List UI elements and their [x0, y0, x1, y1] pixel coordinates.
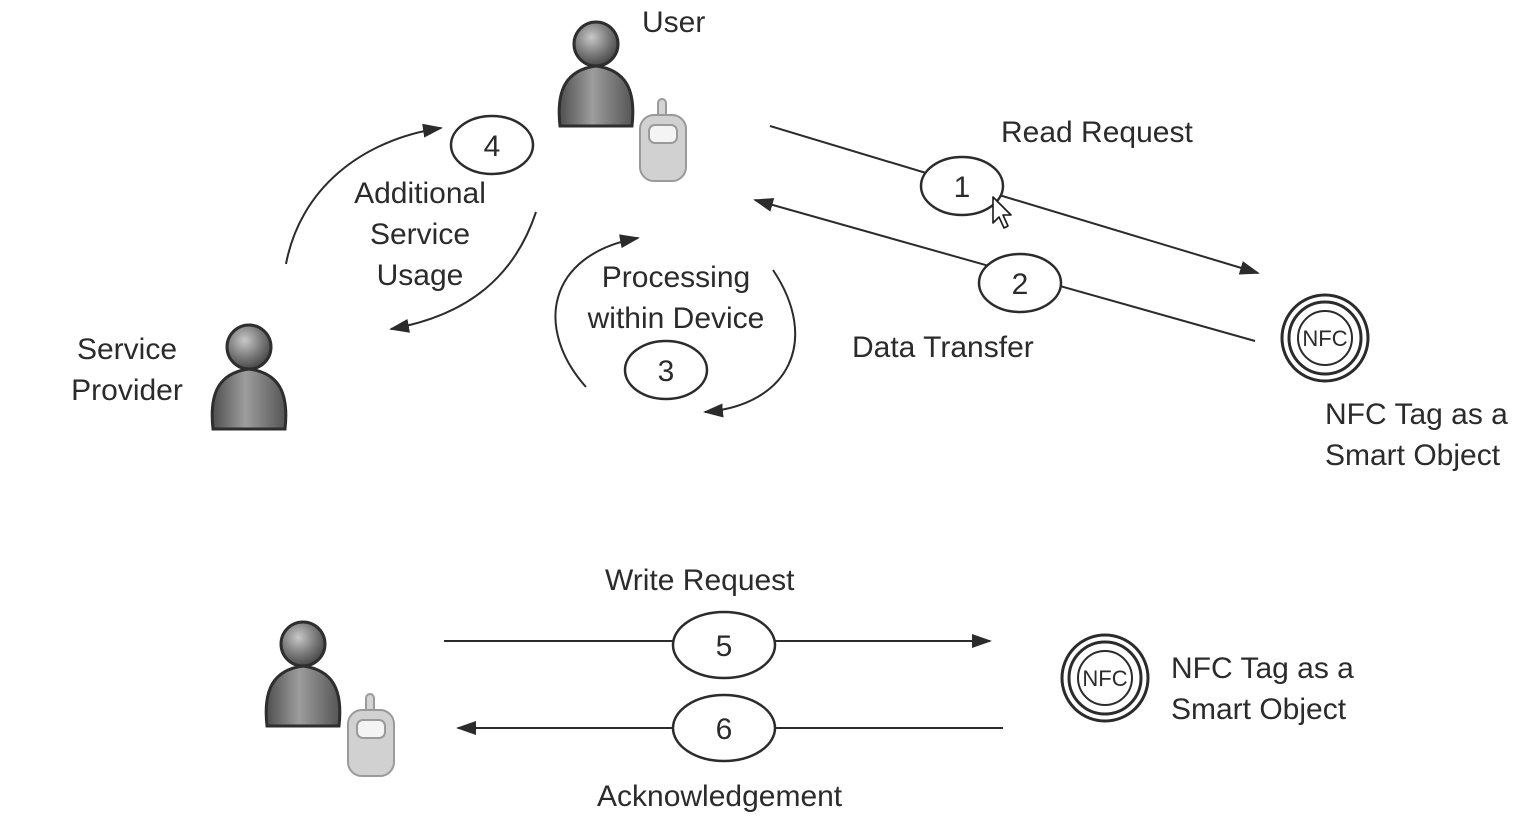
step-5-number: 5: [716, 630, 733, 663]
nfc-tag-top-line-1: NFC Tag as a: [1325, 398, 1508, 431]
processing-arc-left: [554, 234, 640, 388]
service-usage-arc-down: [389, 211, 537, 333]
user-label: User: [642, 6, 706, 39]
additional-service-usage-line-1: Additional: [354, 177, 486, 210]
step-2-number: 2: [1012, 268, 1029, 301]
step-6-number: 6: [716, 713, 733, 746]
nfc-tag-icon-top: NFC: [1280, 293, 1370, 383]
service-provider-person-icon: [210, 323, 288, 431]
step-5-badge: 5: [671, 610, 777, 680]
processing-line-1: Processing: [601, 261, 751, 294]
acknowledgement-label: Acknowledgement: [597, 780, 843, 813]
nfc-tag-top-line-2: Smart Object: [1325, 439, 1501, 472]
nfc-tag-bottom-line-2: Smart Object: [1171, 693, 1347, 726]
nfc-tag-bottom-line-1: NFC Tag as a: [1171, 652, 1354, 685]
read-request-label: Read Request: [1001, 116, 1193, 149]
nfc-badge-top: NFC: [1302, 326, 1347, 351]
additional-service-usage-line-3: Usage: [376, 259, 464, 292]
service-usage-arc-up: [285, 123, 443, 265]
user-person-icon: [557, 20, 635, 128]
service-provider-label: Service Provider: [52, 329, 202, 411]
cursor-icon: [992, 196, 1012, 229]
step-3-badge: 3: [623, 339, 709, 401]
processing-line-2: within Device: [587, 302, 765, 335]
step-3-number: 3: [658, 355, 675, 388]
service-provider-line-2: Provider: [71, 374, 183, 407]
additional-service-usage-line-2: Service: [369, 218, 471, 251]
additional-service-usage-label: Additional Service Usage: [320, 173, 520, 296]
user-phone-icon: [639, 98, 687, 182]
read-request-arrow: [769, 125, 1260, 275]
step-1-number: 1: [954, 171, 971, 204]
processing-arc-right: [703, 269, 797, 418]
processing-within-device-label: Processing within Device: [566, 257, 786, 339]
step-2-badge: 2: [977, 252, 1063, 314]
nfc-tag-top-label: NFC Tag as a Smart Object: [1325, 394, 1508, 476]
write-request-label: Write Request: [605, 564, 795, 597]
step-4-badge: 4: [449, 114, 535, 176]
data-transfer-label: Data Transfer: [852, 331, 1034, 364]
service-provider-line-1: Service: [76, 333, 178, 366]
step-4-number: 4: [484, 130, 501, 163]
bottom-user-person-icon: [264, 620, 342, 728]
nfc-tag-bottom-label: NFC Tag as a Smart Object: [1171, 648, 1354, 730]
bottom-user-phone-icon: [347, 693, 395, 777]
nfc-tag-icon-bottom: NFC: [1060, 633, 1150, 723]
nfc-badge-bottom: NFC: [1082, 666, 1127, 691]
step-6-badge: 6: [671, 693, 777, 763]
step-1-badge: 1: [919, 155, 1005, 217]
